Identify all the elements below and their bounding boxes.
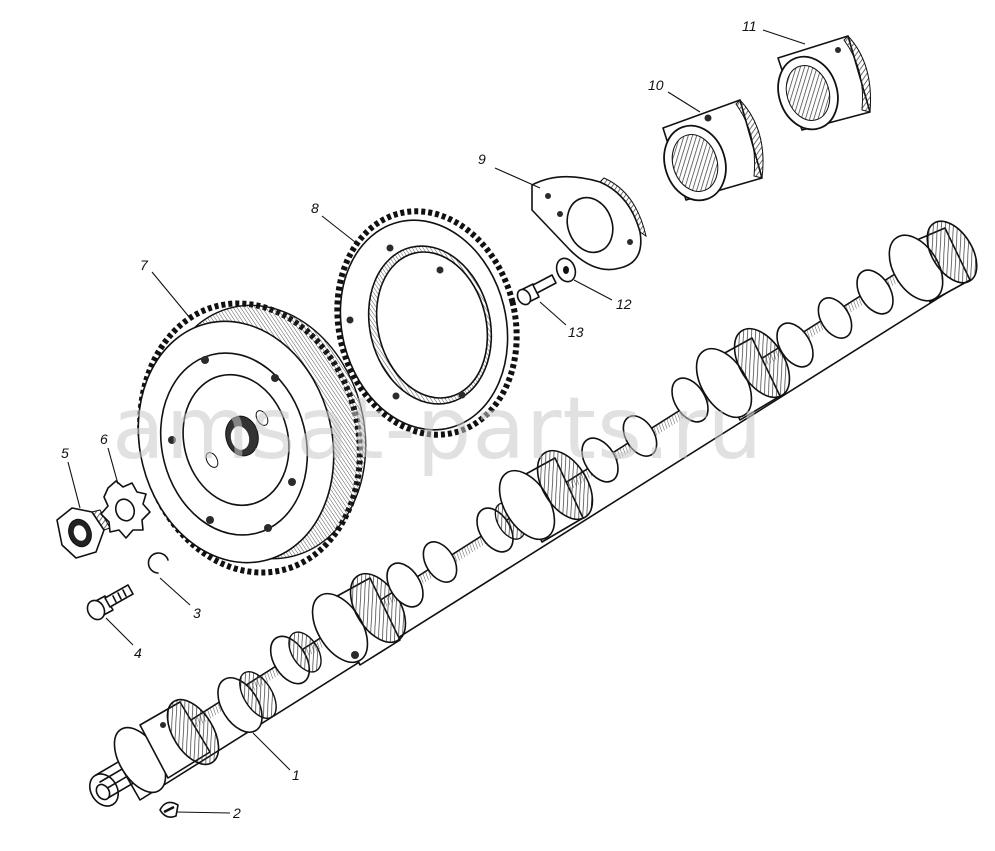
thrust-plate xyxy=(531,175,647,271)
camshaft xyxy=(88,220,978,807)
leader-lines xyxy=(67,29,806,814)
camshaft-bushing-11 xyxy=(777,35,871,131)
callout-10: 10 xyxy=(648,77,664,93)
camshaft-front-flange xyxy=(113,698,220,794)
camshaft-gear xyxy=(137,300,367,576)
callout-6: 6 xyxy=(100,431,108,447)
callout-7: 7 xyxy=(140,257,149,273)
callout-13: 13 xyxy=(568,324,584,340)
lock-ring xyxy=(147,552,169,574)
callout-2: 2 xyxy=(232,805,241,821)
callout-1: 1 xyxy=(292,767,300,783)
callout-12: 12 xyxy=(616,296,632,312)
callout-11: 11 xyxy=(742,18,757,34)
hex-nut xyxy=(56,507,111,559)
tab-lock-washer xyxy=(100,480,151,539)
camshaft-bushing-10 xyxy=(662,99,764,202)
callout-4: 4 xyxy=(134,645,142,661)
gear-bolt xyxy=(86,584,134,621)
callout-8: 8 xyxy=(311,200,319,216)
watermark-text: amsat-parts.ru xyxy=(112,379,763,479)
plain-washer xyxy=(555,257,577,283)
camshaft-threaded-end xyxy=(88,754,143,807)
callout-9: 9 xyxy=(478,151,486,167)
thrust-plate-screw xyxy=(516,274,557,306)
ring-gear xyxy=(334,208,520,438)
woodruff-key xyxy=(159,801,179,818)
callout-3: 3 xyxy=(193,605,201,621)
camshaft-journals-and-cams xyxy=(217,220,978,733)
callout-5: 5 xyxy=(61,445,69,461)
